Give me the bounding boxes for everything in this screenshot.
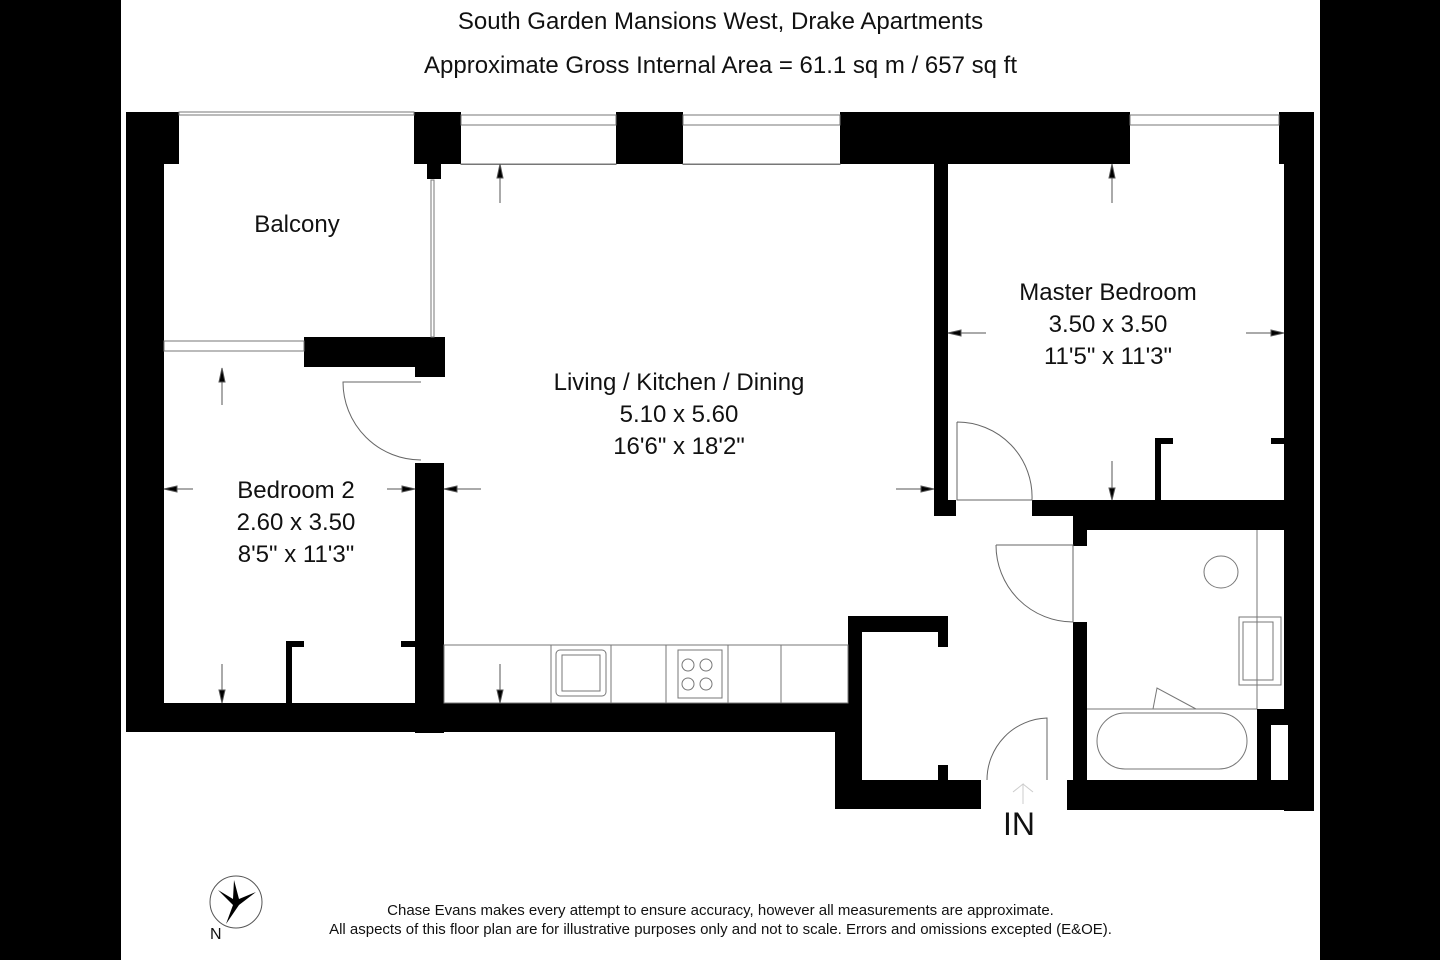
room-living-kitchen-dining: Living / Kitchen / Dining 5.10 x 5.60 16… (554, 367, 805, 463)
gross-internal-area: Approximate Gross Internal Area = 61.1 s… (424, 52, 1017, 79)
compass-north-label: N (210, 926, 222, 943)
walls (126, 112, 1314, 811)
room-imperial: 16'6" x 18'2" (613, 433, 745, 460)
floor-plan-drawing (126, 111, 1314, 929)
compass-icon (209, 875, 263, 929)
disclaimer-line-1: Chase Evans makes every attempt to ensur… (387, 902, 1054, 919)
disclaimer: Chase Evans makes every attempt to ensur… (121, 901, 1320, 939)
doors (342, 381, 1074, 781)
room-metric: 2.60 x 3.50 (236, 509, 356, 536)
room-imperial: 8'5" x 11'3" (237, 541, 355, 568)
room-name: Master Bedroom (1019, 279, 1197, 306)
kitchen-units (443, 644, 849, 704)
disclaimer-line-2: All aspects of this floor plan are for i… (329, 921, 1112, 938)
room-imperial: 11'5" x 11'3" (1043, 343, 1173, 370)
room-master-bedroom: Master Bedroom 3.50 x 3.50 11'5" x 11'3" (1019, 277, 1196, 373)
room-name: Balcony (254, 211, 340, 238)
room-name: Bedroom 2 (237, 477, 355, 504)
room-metric: 3.50 x 3.50 (1048, 311, 1168, 338)
floor-plan-sheet: South Garden Mansions West, Drake Apartm… (121, 0, 1320, 960)
property-title: South Garden Mansions West, Drake Apartm… (457, 8, 984, 35)
room-bedroom-2: Bedroom 2 2.60 x 3.50 8'5" x 11'3" (237, 475, 356, 571)
entrance-label: IN (1003, 806, 1035, 842)
dimension-arrows (163, 163, 1285, 704)
room-balcony: Balcony (254, 209, 339, 241)
bathroom-fixtures (1087, 530, 1282, 770)
room-metric: 5.10 x 5.60 (619, 401, 739, 428)
room-name: Living / Kitchen / Dining (553, 369, 805, 396)
windows (163, 111, 1280, 352)
entrance-arrow-icon (1012, 782, 1034, 804)
